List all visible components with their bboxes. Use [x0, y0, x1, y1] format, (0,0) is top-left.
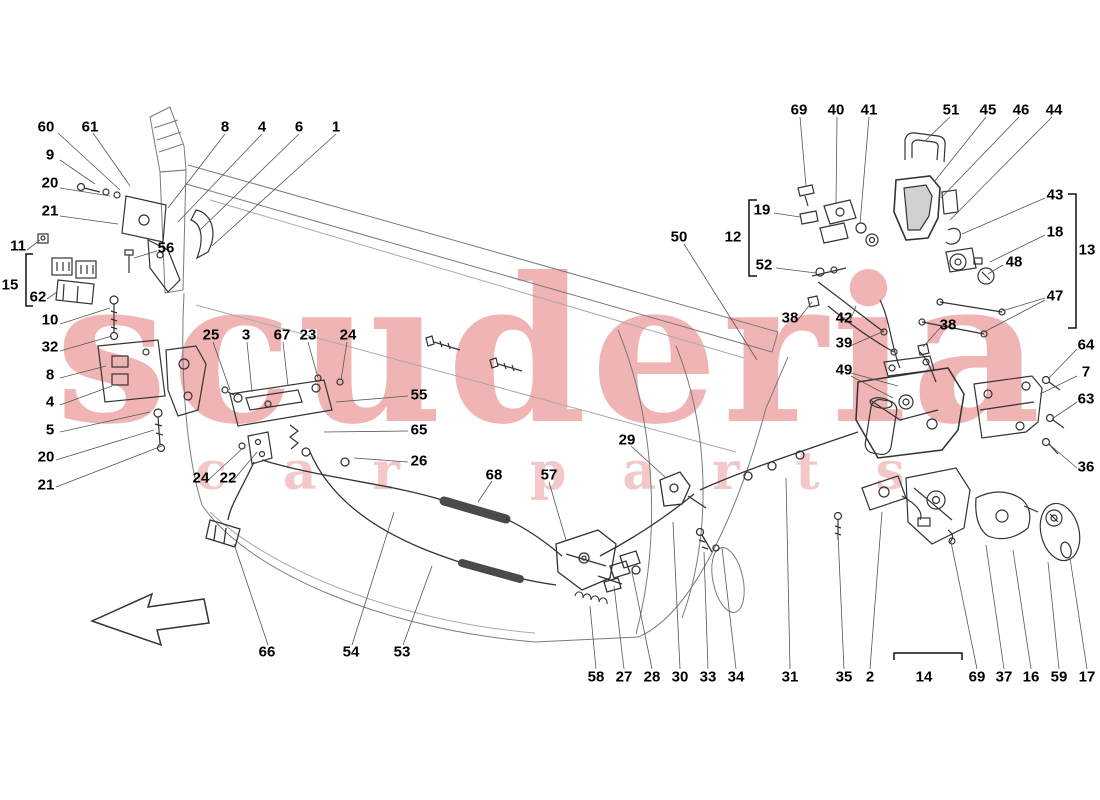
- part-label-25: 25: [202, 326, 220, 344]
- part-label-50: 50: [670, 228, 688, 246]
- part-label-23: 23: [299, 326, 317, 344]
- part-label-49: 49: [835, 361, 853, 379]
- part-label-45: 45: [979, 101, 997, 119]
- part-label-34: 34: [727, 668, 745, 686]
- part-label-44: 44: [1045, 101, 1063, 119]
- latch-assembly: [797, 132, 1081, 562]
- part-label-40: 40: [827, 101, 845, 119]
- part-label-51: 51: [942, 101, 960, 119]
- part-label-61: 61: [81, 118, 99, 136]
- part-label-56: 56: [157, 239, 175, 257]
- part-label-65: 65: [410, 421, 428, 439]
- part-label-11: 11: [10, 237, 26, 255]
- part-label-16: 16: [1022, 668, 1040, 686]
- part-label-14: 14: [915, 668, 933, 686]
- part-label-59: 59: [1050, 668, 1068, 686]
- part-label-38: 38: [781, 309, 799, 327]
- part-label-17: 17: [1078, 668, 1096, 686]
- lock-control: [221, 335, 523, 465]
- front-hinges: [37, 182, 214, 453]
- part-label-19: 19: [753, 201, 771, 219]
- part-label-47: 47: [1046, 287, 1064, 305]
- part-label-62: 62: [29, 288, 47, 306]
- part-label-8: 8: [220, 118, 230, 136]
- part-label-21: 21: [37, 476, 55, 494]
- part-label-3: 3: [241, 326, 251, 344]
- part-label-18: 18: [1046, 223, 1064, 241]
- door-body: [149, 106, 789, 643]
- part-label-63: 63: [1077, 390, 1095, 408]
- part-label-32: 32: [41, 338, 59, 356]
- part-label-46: 46: [1012, 101, 1030, 119]
- part-label-20: 20: [37, 448, 55, 466]
- part-label-53: 53: [393, 643, 411, 661]
- part-label-24: 24: [339, 326, 357, 344]
- part-label-42: 42: [835, 309, 853, 327]
- part-label-26: 26: [410, 452, 428, 470]
- group-brackets: [25, 193, 1077, 660]
- part-label-2: 2: [865, 668, 875, 686]
- part-label-55: 55: [410, 386, 428, 404]
- part-label-24: 24: [192, 469, 210, 487]
- part-label-1: 1: [331, 118, 341, 136]
- part-label-9: 9: [45, 146, 55, 164]
- part-label-68: 68: [485, 466, 503, 484]
- part-label-31: 31: [781, 668, 799, 686]
- part-label-10: 10: [41, 311, 59, 329]
- part-label-21: 21: [41, 202, 59, 220]
- part-label-48: 48: [1005, 253, 1023, 271]
- part-label-52: 52: [755, 256, 773, 274]
- part-label-33: 33: [699, 668, 717, 686]
- cables: [205, 431, 859, 605]
- part-label-7: 7: [1081, 363, 1091, 381]
- part-label-12: 12: [724, 228, 742, 246]
- part-label-36: 36: [1077, 458, 1095, 476]
- part-label-13: 13: [1078, 241, 1096, 259]
- part-label-30: 30: [671, 668, 689, 686]
- part-label-64: 64: [1077, 336, 1095, 354]
- leader-lines: [26, 116, 1088, 670]
- part-label-37: 37: [995, 668, 1013, 686]
- part-label-22: 22: [219, 469, 237, 487]
- part-label-69: 69: [790, 101, 808, 119]
- part-label-39: 39: [835, 334, 853, 352]
- part-label-41: 41: [860, 101, 878, 119]
- part-label-58: 58: [587, 668, 605, 686]
- part-label-29: 29: [618, 431, 636, 449]
- part-label-66: 66: [258, 643, 276, 661]
- direction-arrow-icon: [89, 592, 210, 647]
- part-label-6: 6: [294, 118, 304, 136]
- part-label-54: 54: [342, 643, 360, 661]
- part-label-69: 69: [968, 668, 986, 686]
- part-label-20: 20: [41, 174, 59, 192]
- part-label-28: 28: [643, 668, 661, 686]
- part-label-27: 27: [615, 668, 633, 686]
- part-label-67: 67: [273, 326, 291, 344]
- part-label-35: 35: [835, 668, 853, 686]
- part-label-8: 8: [45, 366, 55, 384]
- part-label-38: 38: [939, 316, 957, 334]
- part-label-60: 60: [37, 118, 55, 136]
- part-label-4: 4: [257, 118, 267, 136]
- part-label-4: 4: [45, 393, 55, 411]
- part-label-43: 43: [1046, 186, 1064, 204]
- part-label-5: 5: [45, 421, 55, 439]
- part-label-15: 15: [1, 276, 19, 294]
- part-label-57: 57: [540, 466, 558, 484]
